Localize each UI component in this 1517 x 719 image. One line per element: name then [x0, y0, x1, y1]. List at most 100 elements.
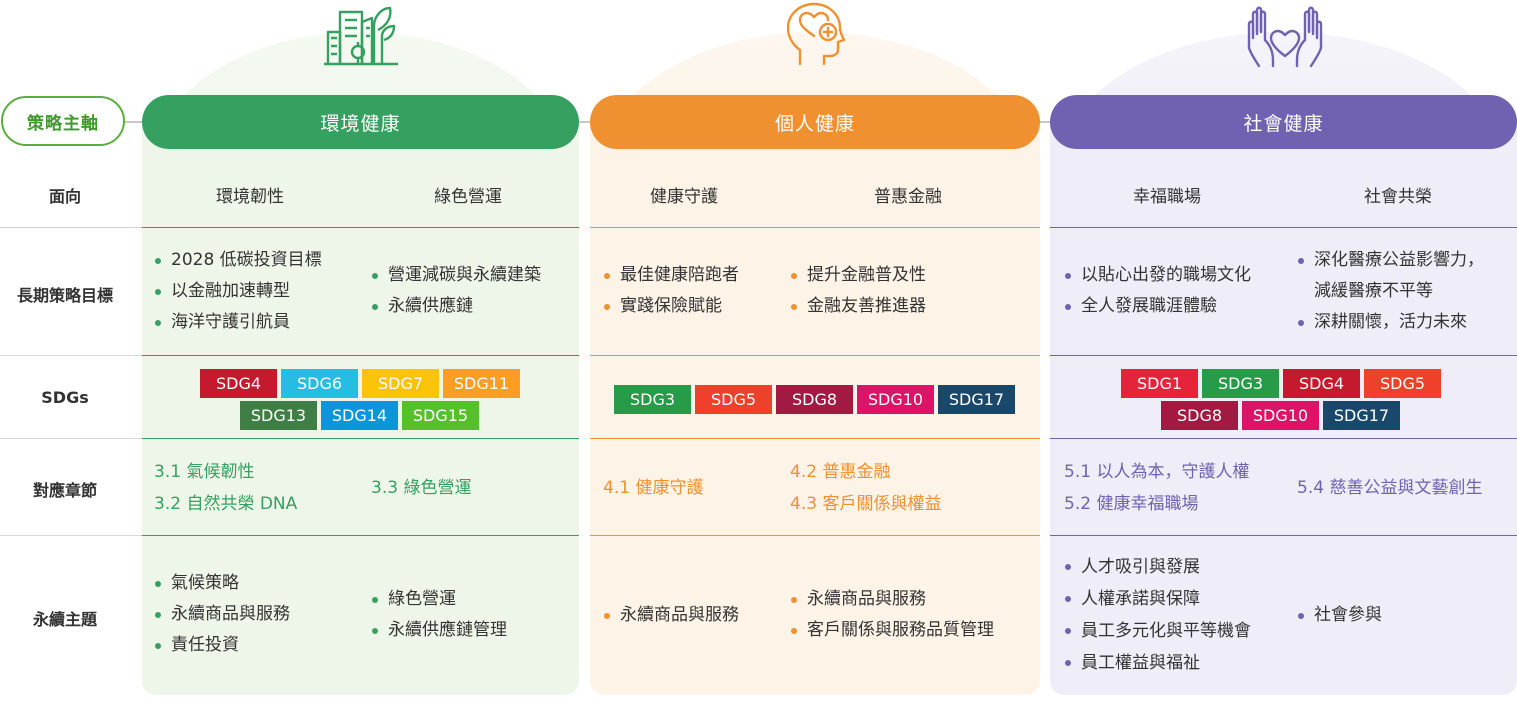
list-item: 營運減碳與永續建築 [371, 260, 541, 291]
env-divider-2 [142, 355, 579, 356]
per-goals-b: 提升金融普及性 金融友善推進器 [790, 260, 926, 322]
sdg-badge: SDG7 [362, 369, 439, 398]
per-divider-4 [590, 535, 1040, 536]
soc-chapters-a: 5.1 以人為本，守護人權 5.2 健康幸福職場 [1064, 456, 1249, 520]
sdg-badge: SDG8 [1161, 401, 1238, 430]
row-label-chapters: 對應章節 [32, 481, 97, 500]
env-divider-1 [142, 227, 579, 228]
soc-chapters-b: 5.4 慈善公益與文藝創生 [1297, 472, 1482, 504]
env-goals-b: 營運減碳與永續建築 永續供應鏈 [371, 260, 541, 322]
head-heart-icon [786, 2, 846, 66]
row-label-facet: 面向 [48, 187, 81, 206]
per-divider-3 [590, 438, 1040, 439]
sdg-badge: SDG3 [1202, 369, 1279, 398]
list-item: 永續商品與服務 [603, 600, 739, 631]
sdg-badge: SDG13 [240, 401, 317, 430]
row-label-topics: 永續主題 [32, 610, 97, 629]
sdg-badge: SDG11 [443, 369, 520, 398]
list-item: 永續商品與服務 [790, 584, 994, 615]
list-item: 客戶關係與服務品質管理 [790, 615, 994, 646]
sdg-badge: SDG17 [938, 385, 1015, 414]
sdg-badge: SDG15 [402, 401, 479, 430]
axis-connector [124, 121, 144, 123]
soc-goals-a: 以貼心出發的職場文化 全人發展職涯體驗 [1064, 260, 1251, 322]
chapter-link[interactable]: 3.1 氣候韌性 [154, 462, 255, 482]
sdg-badge: SDG14 [321, 401, 398, 430]
per-goals-a: 最佳健康陪跑者 實踐保險賦能 [603, 260, 739, 322]
list-item: 人才吸引與發展 [1064, 551, 1251, 583]
chapter-link[interactable]: 3.2 自然共榮 DNA [154, 494, 298, 514]
soc-divider-2 [1050, 355, 1517, 356]
per-facet-1: 健康守護 [650, 187, 718, 207]
soc-topics-a: 人才吸引與發展 人權承諾與保障 員工多元化與平等機會 員工權益與福祉 [1064, 551, 1251, 679]
sdg-badge: SDG5 [1364, 369, 1441, 398]
sdg-badge: SDG8 [776, 385, 853, 414]
env-topics-a: 氣候策略 永續商品與服務 責任投資 [154, 568, 290, 661]
env-title: 環境健康 [142, 95, 579, 149]
list-item: 氣候策略 [154, 568, 290, 599]
env-chapters-b: 3.3 綠色營運 [371, 472, 471, 504]
env-per-connector [578, 121, 592, 123]
env-divider-3 [142, 438, 579, 439]
env-goals-a: 2028 低碳投資目標 以金融加速轉型 海洋守護引航員 [154, 245, 322, 338]
soc-topics-b: 社會參與 [1297, 600, 1382, 631]
list-item: 以貼心出發的職場文化 [1064, 260, 1251, 291]
divider-label-1 [0, 227, 142, 228]
per-chapters-b: 4.2 普惠金融 4.3 客戶關係與權益 [790, 456, 941, 520]
sdg-badge: SDG6 [281, 369, 358, 398]
env-facet-2: 綠色營運 [434, 187, 502, 207]
list-item: 海洋守護引航員 [154, 307, 322, 338]
list-item: 員工多元化與平等機會 [1064, 615, 1251, 647]
list-item: 以金融加速轉型 [154, 276, 322, 307]
per-title: 個人健康 [590, 95, 1040, 149]
list-item: 員工權益與福祉 [1064, 647, 1251, 679]
per-facet-2: 普惠金融 [874, 187, 942, 207]
list-item: 永續供應鏈管理 [371, 615, 507, 646]
strategy-axis-label: 策略主軸 [1, 96, 125, 146]
env-facet-1: 環境韌性 [216, 187, 284, 207]
list-item: 人權承諾與保障 [1064, 583, 1251, 615]
list-item: 最佳健康陪跑者 [603, 260, 739, 291]
per-soc-connector [1038, 121, 1052, 123]
sdg-badge: SDG3 [614, 385, 691, 414]
sdg-badge: SDG10 [1242, 401, 1319, 430]
sdg-badge: SDG1 [1121, 369, 1198, 398]
chapter-link[interactable]: 4.2 普惠金融 [790, 462, 891, 482]
soc-facet-2: 社會共榮 [1364, 187, 1432, 207]
chapter-link[interactable]: 5.1 以人為本，守護人權 [1064, 462, 1250, 482]
list-item: 永續商品與服務 [154, 599, 290, 630]
per-divider-1 [590, 227, 1040, 228]
divider-label-2 [0, 355, 142, 356]
list-item: 深化醫療公益影響力， [1297, 245, 1484, 276]
list-item: 實踐保險賦能 [603, 291, 739, 322]
per-topics-b: 永續商品與服務 客戶關係與服務品質管理 [790, 584, 994, 646]
list-item: 社會參與 [1297, 600, 1382, 631]
sdg-badge: SDG4 [200, 369, 277, 398]
soc-facet-1: 幸福職場 [1133, 187, 1201, 207]
sdg-badge: SDG5 [695, 385, 772, 414]
soc-goals-b: 深化醫療公益影響力， 減緩醫療不平等 深耕關懷，活力未來 [1297, 245, 1484, 338]
list-item: 深耕關懷，活力未來 [1297, 307, 1484, 338]
env-topics-b: 綠色營運 永續供應鏈管理 [371, 584, 507, 646]
chapter-link[interactable]: 4.1 健康守護 [603, 478, 704, 498]
chapter-link[interactable]: 4.3 客戶關係與權益 [790, 494, 942, 514]
sdg-badge: SDG10 [857, 385, 934, 414]
per-chapters-a: 4.1 健康守護 [603, 472, 703, 504]
chapter-link[interactable]: 3.3 綠色營運 [371, 478, 472, 498]
soc-divider-1 [1050, 227, 1517, 228]
sdg-badge: SDG4 [1283, 369, 1360, 398]
list-item: 綠色營運 [371, 584, 507, 615]
chapter-link[interactable]: 5.4 慈善公益與文藝創生 [1297, 478, 1483, 498]
soc-title: 社會健康 [1050, 95, 1517, 149]
env-chapters-a: 3.1 氣候韌性 3.2 自然共榮 DNA [154, 456, 297, 520]
divider-label-3 [0, 438, 142, 439]
list-item-continuation: 減緩醫療不平等 [1314, 281, 1433, 301]
divider-label-4 [0, 535, 142, 536]
sdg-badge: SDG17 [1323, 401, 1400, 430]
chapter-link[interactable]: 5.2 健康幸福職場 [1064, 494, 1199, 514]
row-label-sdgs: SDGs [41, 388, 89, 407]
list-item: 金融友善推進器 [790, 291, 926, 322]
env-divider-4 [142, 535, 579, 536]
city-leaf-icon [324, 6, 398, 66]
hands-heart-icon [1247, 6, 1323, 68]
